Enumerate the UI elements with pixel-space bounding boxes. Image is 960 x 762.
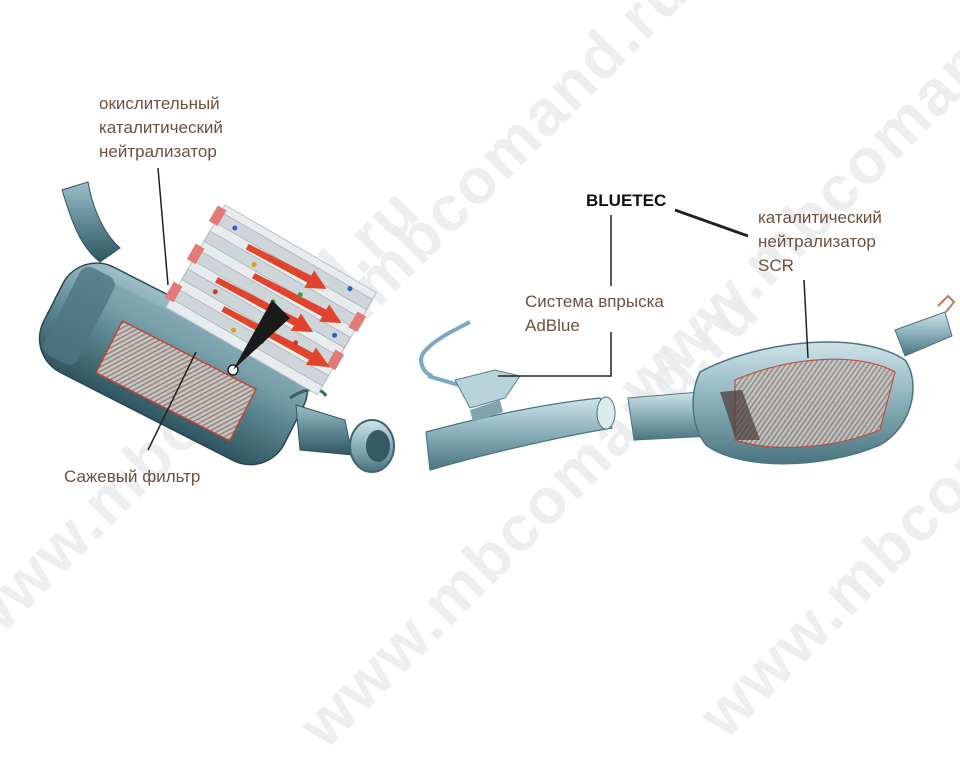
dpf-assembly (38, 181, 395, 473)
exhaust-diagram (38, 167, 956, 473)
label-bluetec: BLUETEC (586, 189, 666, 213)
adblue-pipe-assembly (419, 320, 616, 471)
label-scr-catalyst: каталитический нейтрализатор SCR (758, 206, 882, 278)
label-line: SCR (758, 256, 794, 275)
scr-catalyst-assembly (627, 294, 956, 465)
label-line: нейтрализатор (99, 142, 217, 161)
label-line: нейтрализатор (758, 232, 876, 251)
label-oxidation-catalyst: окислительный каталитический нейтрализат… (99, 92, 223, 164)
label-line: окислительный (99, 94, 220, 113)
label-soot-filter: Сажевый фильтр (64, 465, 200, 489)
label-line: каталитический (99, 118, 223, 137)
label-line: Сажевый фильтр (64, 467, 201, 486)
label-line: Система впрыска (525, 292, 664, 311)
label-adblue-injection: Система впрыска AdBlue (525, 290, 664, 338)
leader-line-soot-filter (147, 351, 197, 451)
label-line: BLUETEC (586, 191, 667, 210)
leader-line-bluetec-scr (674, 208, 749, 238)
label-line: каталитический (758, 208, 882, 227)
zoom-pointer (233, 300, 290, 370)
leader-line-oxidation-catalyst (157, 167, 169, 286)
filter-cutaway (164, 204, 378, 396)
leader-line-adblue-injection (498, 332, 612, 377)
label-line: AdBlue (525, 316, 580, 335)
leader-line-scr-catalyst (803, 279, 809, 359)
